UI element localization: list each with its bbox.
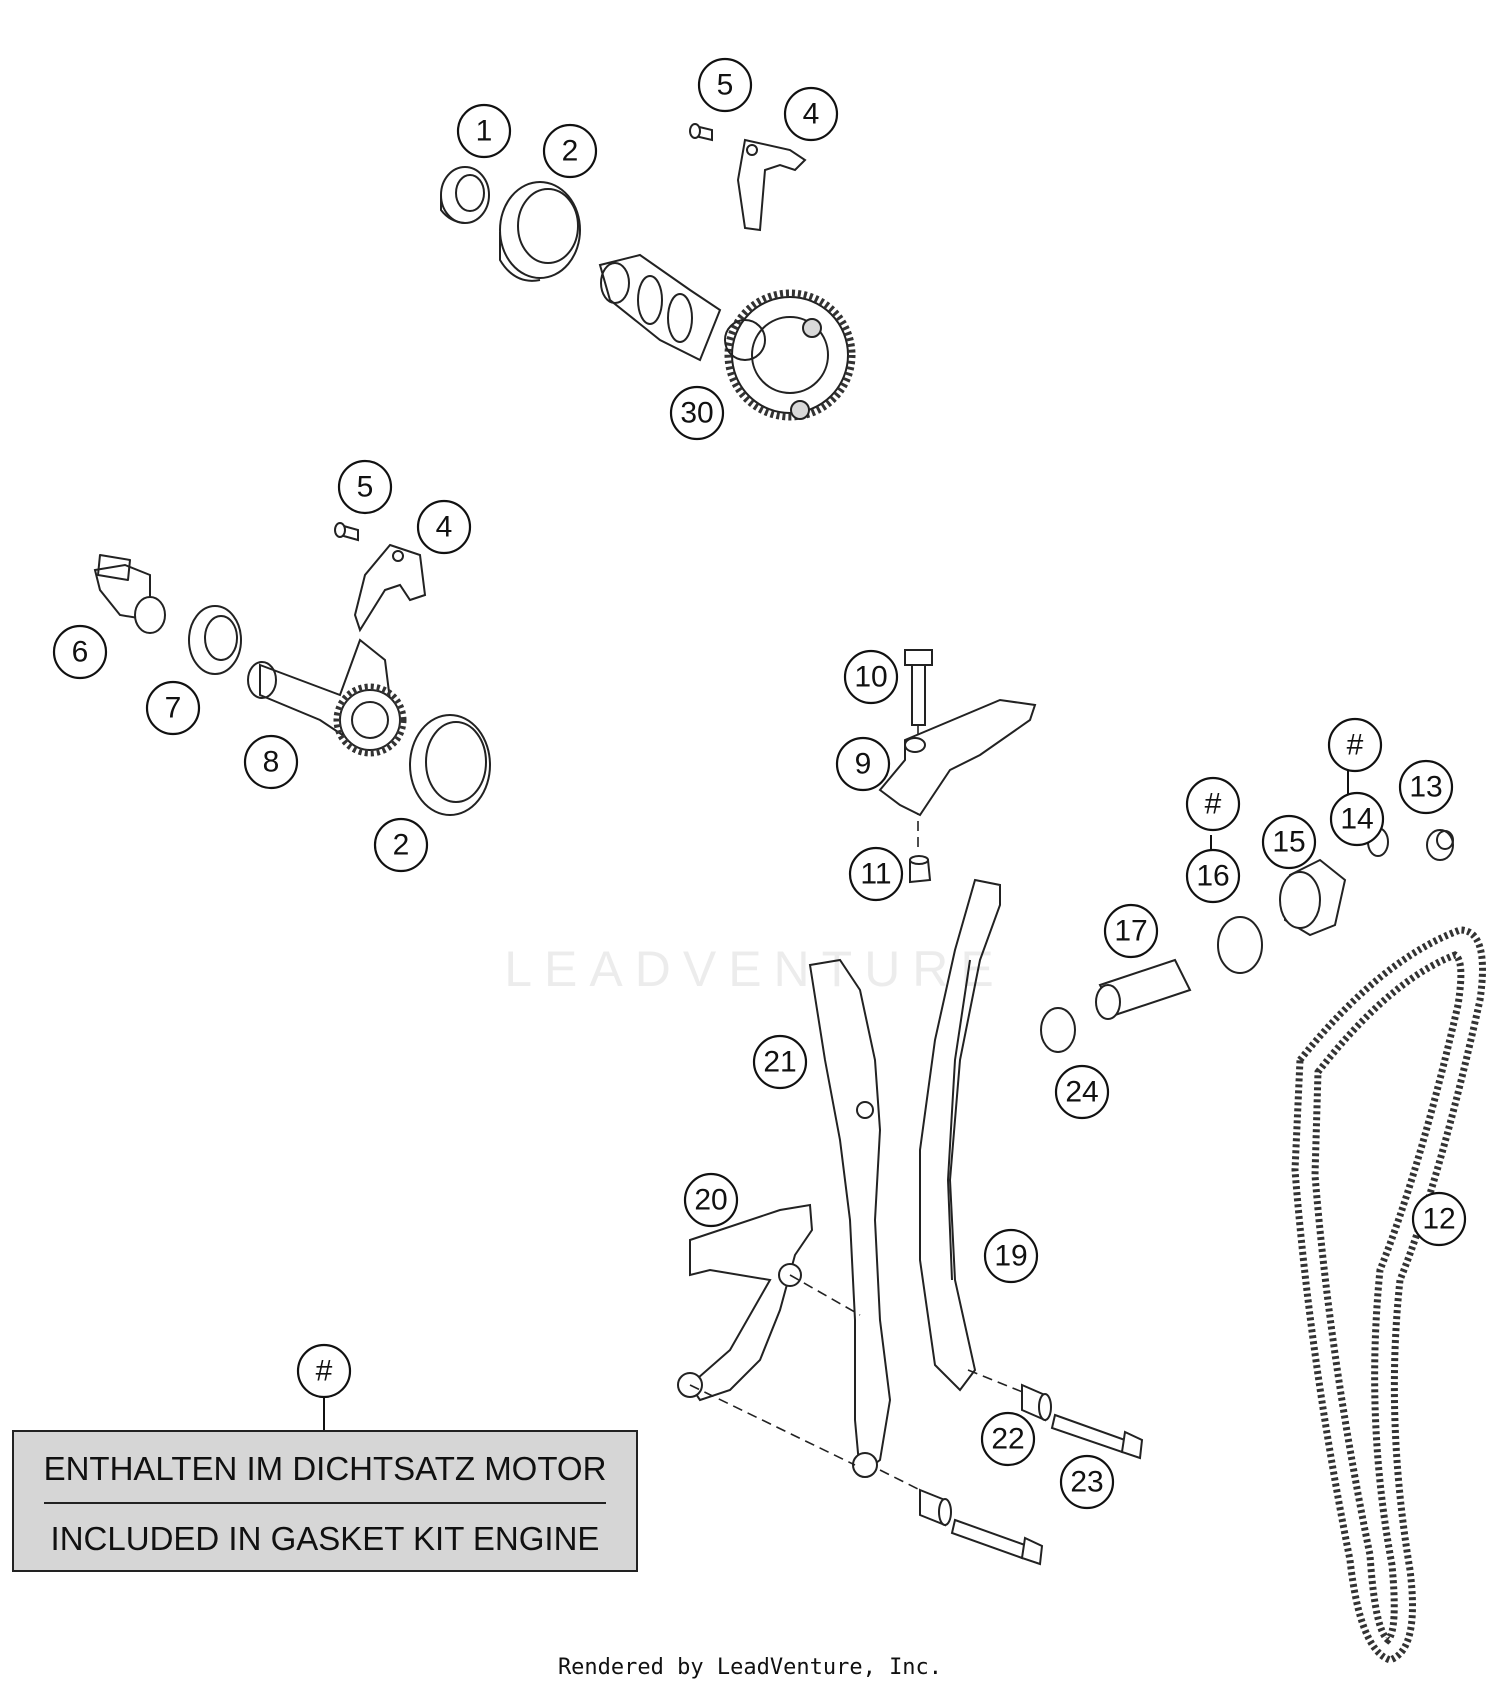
guide-rail-19-part — [919, 878, 1001, 1392]
callout-19[interactable]: 19 — [983, 1228, 1039, 1284]
axis-line-lower — [689, 1384, 856, 1466]
svg-text:10: 10 — [854, 661, 887, 694]
bracket-20-part — [677, 1203, 814, 1402]
svg-text:22: 22 — [991, 1423, 1024, 1456]
callout-21[interactable]: 21 — [752, 1034, 808, 1090]
axis-line-upper — [789, 1274, 861, 1316]
callout-9[interactable]: 9 — [835, 736, 891, 792]
tensioning-rail-21-part — [808, 958, 892, 1478]
callout-2-upper[interactable]: 2 — [542, 123, 598, 179]
svg-text:13: 13 — [1409, 771, 1442, 804]
svg-text:16: 16 — [1196, 860, 1229, 893]
sleeve-11-part — [909, 855, 932, 884]
svg-text:2: 2 — [562, 135, 579, 168]
svg-text:20: 20 — [694, 1184, 727, 1217]
svg-text:2: 2 — [393, 829, 410, 862]
plug-13-part — [1426, 829, 1454, 861]
callout-14[interactable]: 14 — [1329, 791, 1385, 847]
svg-text:5: 5 — [717, 69, 734, 102]
callout-8[interactable]: 8 — [243, 734, 299, 790]
legend-english-text: INCLUDED IN GASKET KIT ENGINE — [50, 1520, 600, 1557]
svg-text:14: 14 — [1340, 803, 1373, 836]
callout-20[interactable]: 20 — [683, 1172, 739, 1228]
o-ring-16-part — [1217, 916, 1263, 974]
bearing-ring-2-lower-part — [409, 714, 491, 816]
svg-text:5: 5 — [357, 471, 374, 504]
sleeve-lower-part — [919, 1488, 952, 1527]
legend-box: ENTHALTEN IM DICHTSATZ MOTOR INCLUDED IN… — [12, 1430, 638, 1572]
svg-text:8: 8 — [263, 746, 280, 779]
svg-text:23: 23 — [1070, 1466, 1103, 1499]
callout-13[interactable]: 13 — [1398, 759, 1454, 815]
legend-divider — [44, 1502, 606, 1504]
callout-legend-hash[interactable]: # — [296, 1343, 352, 1399]
plate-4-upper-part — [736, 138, 807, 232]
plate-4-middle-part — [353, 543, 427, 633]
svg-text:30: 30 — [680, 397, 713, 430]
callout-10[interactable]: 10 — [843, 649, 899, 705]
footer-credit: Rendered by LeadVenture, Inc. — [557, 1655, 943, 1680]
callout-23[interactable]: 23 — [1059, 1454, 1115, 1510]
callout-1[interactable]: 1 — [456, 103, 512, 159]
guide-rail-9-part — [878, 698, 1037, 817]
callout-5-upper[interactable]: 5 — [697, 57, 753, 113]
svg-text:#: # — [316, 1355, 333, 1388]
callout-12[interactable]: 12 — [1411, 1191, 1467, 1247]
callout-11[interactable]: 11 — [848, 846, 904, 902]
svg-text:24: 24 — [1065, 1076, 1098, 1109]
watermark: LEADVENTURE — [504, 941, 1006, 997]
legend-german-text: ENTHALTEN IM DICHTSATZ MOTOR — [43, 1450, 607, 1487]
callout-17[interactable]: 17 — [1103, 903, 1159, 959]
timing-chain-12-part — [1291, 926, 1486, 1664]
svg-text:15: 15 — [1272, 826, 1305, 859]
pin-5-middle-part — [334, 522, 359, 542]
svg-text:21: 21 — [763, 1046, 796, 1079]
bolt-lower-part — [950, 1518, 1044, 1566]
o-ring-24-part — [1040, 1007, 1076, 1053]
axis-line-19 — [967, 1369, 1031, 1396]
callout-6[interactable]: 6 — [52, 624, 108, 680]
callout-22[interactable]: 22 — [980, 1411, 1036, 1467]
camshaft-30-part — [598, 253, 856, 421]
bolt-23-part — [1050, 1413, 1144, 1460]
svg-text:11: 11 — [860, 858, 891, 891]
svg-text:12: 12 — [1422, 1203, 1455, 1236]
callout-30[interactable]: 30 — [669, 385, 725, 441]
callout-2-lower[interactable]: 2 — [373, 817, 429, 873]
svg-text:9: 9 — [855, 748, 872, 781]
svg-text:4: 4 — [803, 98, 820, 131]
callout-16-hash[interactable]: # — [1185, 776, 1241, 832]
svg-text:#: # — [1347, 729, 1364, 762]
callout-14-hash[interactable]: # — [1327, 717, 1383, 773]
svg-text:#: # — [1205, 788, 1222, 821]
svg-text:7: 7 — [165, 692, 182, 725]
sleeve-22-part — [1021, 1383, 1052, 1422]
bearing-ring-2-upper-part — [499, 181, 581, 282]
bearing-1-part — [440, 166, 490, 224]
callout-4-upper[interactable]: 4 — [783, 86, 839, 142]
bearing-7-part — [188, 605, 242, 675]
svg-text:17: 17 — [1114, 915, 1147, 948]
callout-5-middle[interactable]: 5 — [337, 459, 393, 515]
callout-16[interactable]: 16 — [1185, 848, 1241, 904]
sensor-6-part — [93, 554, 166, 634]
callout-24[interactable]: 24 — [1054, 1064, 1110, 1120]
camshaft-8-part — [247, 638, 407, 757]
callout-4-middle[interactable]: 4 — [416, 499, 472, 555]
svg-text:1: 1 — [476, 115, 493, 148]
callout-7[interactable]: 7 — [145, 680, 201, 736]
tensioner-cap-15-part — [1279, 858, 1347, 937]
tensioner-17-part — [1095, 958, 1192, 1020]
bolt-10-part — [904, 649, 933, 726]
svg-text:6: 6 — [72, 636, 89, 669]
svg-text:4: 4 — [436, 511, 453, 544]
svg-text:19: 19 — [994, 1240, 1027, 1273]
callout-15[interactable]: 15 — [1261, 814, 1317, 870]
pin-5-upper-part — [689, 123, 713, 142]
